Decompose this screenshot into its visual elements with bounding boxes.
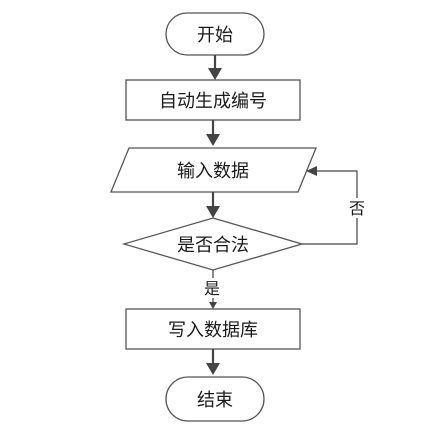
decision-label: 是否合法 (177, 235, 249, 256)
start-node: 开始 (165, 12, 265, 56)
input-data-node: 输入数据 (110, 147, 317, 193)
generate-id-node: 自动生成编号 (125, 79, 301, 121)
arrow-start-to-generate (208, 55, 222, 80)
yes-label: 是 (204, 279, 220, 298)
no-label: 否 (349, 199, 365, 218)
arrow-input-to-decision (206, 192, 220, 218)
write-db-label: 写入数据库 (168, 320, 258, 341)
input-data-label: 输入数据 (177, 161, 249, 182)
write-db-node: 写入数据库 (125, 308, 301, 350)
generate-id-label: 自动生成编号 (159, 91, 267, 112)
end-node: 结束 (165, 376, 265, 422)
arrow-generate-to-input (206, 120, 220, 146)
decision-node: 是否合法 (121, 217, 305, 271)
no-label-bg (346, 198, 368, 218)
start-label: 开始 (197, 25, 233, 46)
yes-label-bg (200, 278, 224, 298)
arrow-write-to-end (206, 349, 220, 375)
end-label: 结束 (197, 390, 233, 411)
